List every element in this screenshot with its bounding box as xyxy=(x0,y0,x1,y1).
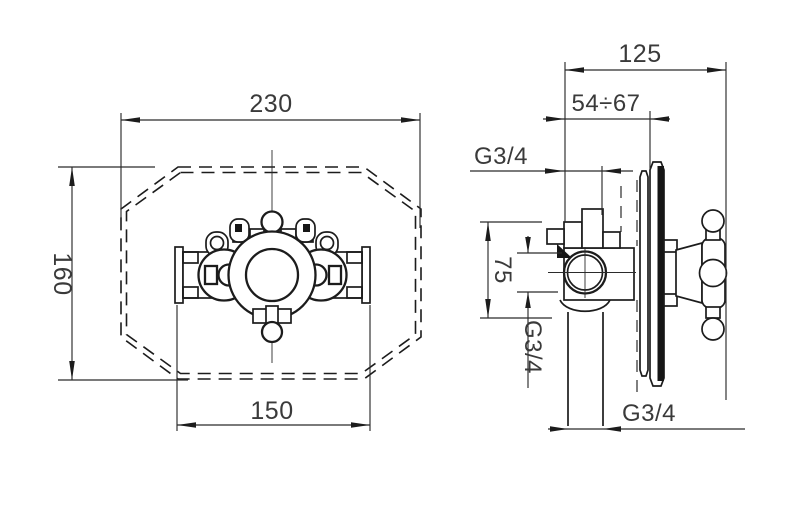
arrowhead xyxy=(485,222,491,241)
wall-bracket xyxy=(546,228,565,245)
mounting-ear-right xyxy=(295,218,316,243)
front-view xyxy=(120,150,422,380)
dim-label-54-67: 54÷67 xyxy=(571,90,640,117)
dim-label-150: 150 xyxy=(250,397,293,425)
arrowhead xyxy=(177,422,196,428)
arrowhead xyxy=(546,116,565,122)
arrowhead xyxy=(603,426,621,432)
side-view-dimensions: 125 54÷67 G3/4 75 G3/4 G3/4 xyxy=(470,40,745,432)
arrowhead xyxy=(602,168,621,174)
dim-label-75: 75 xyxy=(489,256,516,284)
arrowhead xyxy=(69,167,75,186)
arrowhead xyxy=(565,67,584,73)
handle-ball xyxy=(701,317,725,341)
arrowhead xyxy=(485,299,491,318)
handle-cross xyxy=(698,209,728,341)
side-view xyxy=(546,161,728,426)
arrowhead xyxy=(525,292,531,308)
handle-ball xyxy=(701,209,725,233)
arrowhead xyxy=(550,426,568,432)
escutcheon-front-plate xyxy=(649,161,665,387)
arrowhead xyxy=(351,422,370,428)
front-view-dimensions: 230 160 150 xyxy=(48,90,421,431)
arrowhead xyxy=(525,237,531,253)
g34-top-label: G3/4 xyxy=(474,143,528,170)
g34-side-label: G3/4 xyxy=(519,320,546,374)
wall-bracket-section xyxy=(557,244,572,258)
dim-label-160: 160 xyxy=(48,252,76,295)
mounting-ear-left xyxy=(229,218,250,243)
top-inlet-fitting xyxy=(602,231,621,249)
g34-bottom-label: G3/4 xyxy=(622,400,676,427)
escutcheon-back-plate xyxy=(639,170,649,377)
arrowhead xyxy=(650,116,669,122)
dim-label-230: 230 xyxy=(249,90,292,118)
handle-ball xyxy=(698,258,728,288)
arrowhead xyxy=(707,67,726,73)
bottom-stem xyxy=(252,305,292,344)
center-boss xyxy=(227,230,317,320)
dim-label-125: 125 xyxy=(618,40,661,68)
arrowhead xyxy=(69,361,75,380)
top-inlet-fitting xyxy=(563,221,583,249)
valve-body-side xyxy=(546,208,636,426)
top-inlet-fitting xyxy=(581,208,604,249)
handle-stem xyxy=(663,239,703,307)
arrowhead xyxy=(401,117,420,123)
bottom-dome xyxy=(559,299,611,312)
arrowhead xyxy=(545,168,564,174)
mounting-plate-dashed-outline xyxy=(120,166,422,380)
arrowhead xyxy=(121,117,140,123)
